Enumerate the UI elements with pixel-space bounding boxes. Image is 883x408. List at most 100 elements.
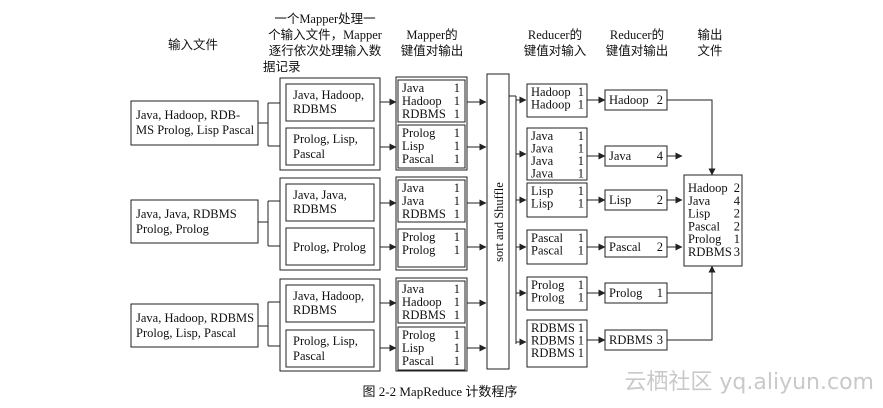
kv-key: Hadoop xyxy=(402,295,442,309)
kv-value: 3 xyxy=(734,245,740,259)
figure-caption: 图 2-2 MapReduce 计数程序 xyxy=(363,384,518,399)
kv-value: 1 xyxy=(578,142,584,156)
kv-value: 1 xyxy=(454,230,460,244)
header-line: 键值对输出 xyxy=(401,43,464,58)
kv-value: 4 xyxy=(657,149,664,163)
kv-key: Java xyxy=(531,142,554,156)
kv-key: Java xyxy=(402,81,425,95)
kv-key: Lisp xyxy=(402,341,424,355)
sort-shuffle-bar: sort and Shuffle xyxy=(486,73,510,370)
kv-key: Hadoop xyxy=(531,98,571,112)
kv-value: 1 xyxy=(578,346,584,360)
kv-key: Prolog xyxy=(609,286,643,300)
mapper-input-6: Prolog, Lisp, Pascal xyxy=(285,329,375,368)
shuffle-label: sort and Shuffle xyxy=(492,182,506,262)
kv-value: 2 xyxy=(734,207,740,221)
shuffle-arrows-in xyxy=(467,98,487,352)
mapper-input-3: Java, Java, RDBMS xyxy=(285,183,375,222)
reducer-arrows xyxy=(587,96,606,344)
header-line: Reducer的 xyxy=(528,27,582,42)
kv-value: 1 xyxy=(454,282,460,296)
kv-value: 1 xyxy=(578,197,584,211)
shuffle-arrows-out xyxy=(516,96,527,346)
shuffle-out-spine xyxy=(509,95,517,344)
mapper-input-1: Java, Hadoop, RDBMS xyxy=(285,83,375,122)
watermark-text: 云栖社区 yq.aliyun.com xyxy=(624,370,874,395)
kv-key: Java xyxy=(531,167,554,181)
kv-value: 2 xyxy=(734,219,740,233)
kv-value: 2 xyxy=(657,193,663,207)
header-mapper-line: 据记录 xyxy=(263,60,301,74)
kv-key: Java xyxy=(531,129,554,143)
kv-value: 1 xyxy=(578,291,584,305)
kv-key: Prolog xyxy=(688,232,722,246)
input-file-2: Java, Java, RDBMS Prolog, Prolog xyxy=(130,199,259,244)
header-line: 文件 xyxy=(697,43,722,58)
input-file-1: Java, Hadoop, RDB- MS Prolog, Lisp Pasca… xyxy=(130,100,259,146)
header-line: 键值对输出 xyxy=(606,43,669,58)
kv-value: 1 xyxy=(454,308,460,322)
header-line: 键值对输入 xyxy=(524,43,587,58)
kv-key: Pascal xyxy=(402,152,434,166)
mapper-input-line: Prolog, Lisp, xyxy=(293,334,358,348)
kv-value: 1 xyxy=(454,94,460,108)
mapper-output-frame xyxy=(395,277,468,372)
reducer-output-4: Pascal 2 xyxy=(604,236,668,258)
kv-key: Pascal xyxy=(688,219,720,233)
kv-key: RDBMS xyxy=(688,245,732,259)
kv-value: 1 xyxy=(578,85,584,99)
kv-key: RDBMS xyxy=(531,321,575,335)
kv-key: Pascal xyxy=(402,354,434,368)
kv-key: Pascal xyxy=(609,240,641,254)
kv-key: Lisp xyxy=(531,184,553,198)
mapper-group-outline xyxy=(279,77,381,171)
kv-key: Lisp xyxy=(688,207,710,221)
kv-key: Java xyxy=(609,149,632,163)
kv-value: 1 xyxy=(734,232,740,246)
mapper-input-2: Prolog, Lisp, Pascal xyxy=(285,127,375,166)
kv-key: RDBMS xyxy=(402,207,446,221)
mapper-input-line: Java, Hadoop, xyxy=(293,88,364,102)
header-mapper-line: 一个Mapper处理一 xyxy=(274,12,375,26)
input-file-line: Java, Hadoop, RDBMS xyxy=(136,311,254,325)
kv-key: Java xyxy=(531,154,554,168)
kv-value: 1 xyxy=(578,154,584,168)
kv-key: Java xyxy=(688,194,711,208)
mapper-input-line: Pascal xyxy=(293,147,325,161)
kv-value: 1 xyxy=(578,278,584,292)
input-file-line: Java, Java, RDBMS xyxy=(136,207,237,221)
kv-key: Lisp xyxy=(609,193,631,207)
header-input-file: 输入文件 xyxy=(168,37,218,52)
kv-key: Prolog xyxy=(402,243,436,257)
kv-value: 1 xyxy=(454,295,460,309)
bracket-connector xyxy=(258,301,280,347)
header-mapper-output: Mapper的 键值对输出 xyxy=(401,27,464,58)
kv-key: Pascal xyxy=(531,231,563,245)
input-file-3: Java, Hadoop, RDBMS Prolog, Lisp, Pascal xyxy=(130,303,259,348)
kv-key: Hadoop xyxy=(688,181,728,195)
kv-key: Prolog xyxy=(531,291,565,305)
kv-value: 1 xyxy=(454,354,460,368)
kv-key: Hadoop xyxy=(609,93,649,107)
bracket-connector xyxy=(258,102,280,147)
mapper-input-line: Prolog, Prolog xyxy=(293,240,367,254)
kv-value: 2 xyxy=(657,240,663,254)
kv-key: Pascal xyxy=(531,244,563,258)
reducer-output-2: Java 4 xyxy=(604,145,668,167)
kv-key: Lisp xyxy=(531,197,553,211)
mapper-input-line: Pascal xyxy=(293,349,325,363)
kv-key: Prolog xyxy=(402,328,436,342)
kv-value: 1 xyxy=(454,152,460,166)
